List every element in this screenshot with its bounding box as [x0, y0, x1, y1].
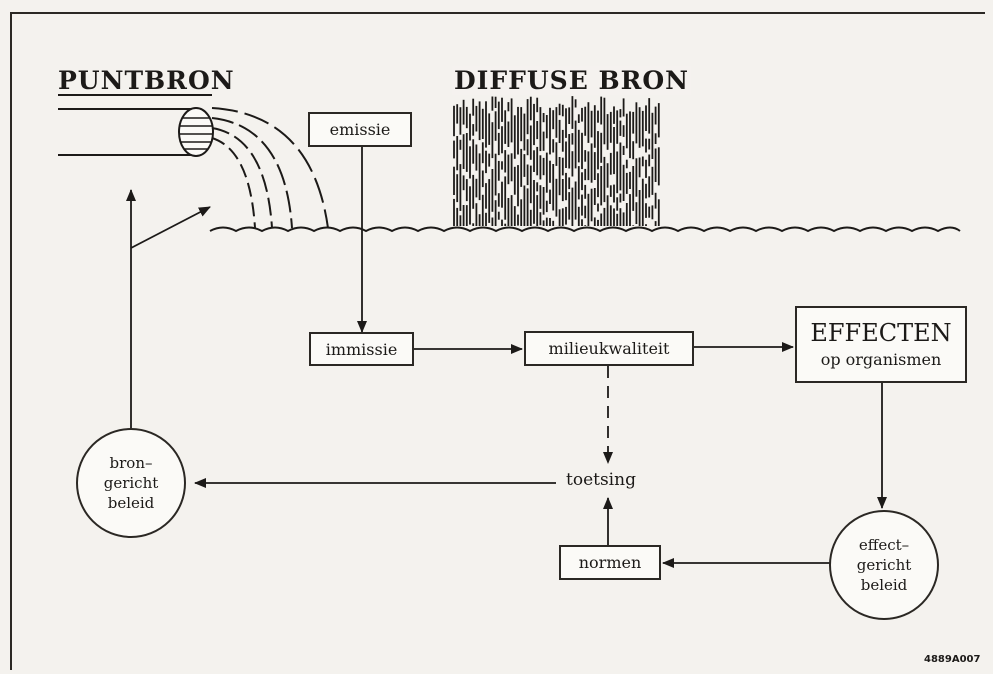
effecten-box: EFFECTEN op organismen	[795, 306, 967, 383]
circle-line: effect–	[858, 536, 910, 554]
arrow-to-source	[130, 206, 211, 249]
figure-frame	[10, 12, 985, 670]
brongericht-beleid-circle: bron– gericht beleid	[76, 428, 186, 538]
diffuse-bron-heading: DIFFUSE BRON	[452, 66, 692, 95]
effectgericht-beleid-circle: effect– gericht beleid	[829, 510, 939, 620]
circle-line: beleid	[107, 494, 155, 512]
effecten-subtitle: op organismen	[820, 349, 942, 369]
circle-line: gericht	[103, 474, 159, 492]
emissie-box: emissie	[308, 112, 412, 147]
circle-line: bron–	[109, 454, 153, 472]
toetsing-label: toetsing	[566, 470, 636, 490]
immissie-box: immissie	[309, 332, 414, 366]
discharge-jets	[211, 107, 329, 229]
circle-line: gericht	[856, 556, 912, 574]
circle-line: beleid	[860, 576, 908, 594]
milieukwaliteit-box: milieukwaliteit	[524, 331, 694, 366]
diffuse-source-hatching	[453, 96, 660, 226]
effecten-title: EFFECTEN	[810, 318, 952, 347]
figure-code: 4889A007	[924, 654, 981, 665]
puntbron-heading: PUNTBRON	[58, 66, 235, 95]
water-surface	[209, 226, 961, 233]
normen-box: normen	[559, 545, 661, 580]
pipe-illustration	[58, 107, 214, 157]
